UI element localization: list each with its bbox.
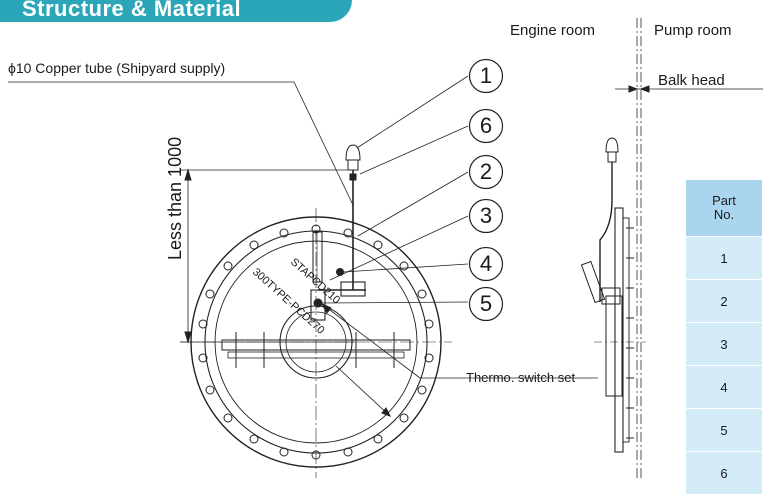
table-row: 6 [685, 451, 763, 495]
callout-number: 5 [479, 291, 493, 316]
callout-3: 3 [468, 198, 504, 234]
callout-number: 1 [479, 63, 493, 88]
table-cell: 3 [685, 322, 763, 366]
parts-table: Part No. 1 2 3 4 5 6 [685, 179, 763, 495]
table-cell: 6 [685, 451, 763, 495]
callout-number: 6 [479, 113, 493, 138]
callout-2: 2 [468, 154, 504, 190]
balk-head-label: Balk head [658, 72, 725, 89]
table-cell: 4 [685, 365, 763, 409]
engine-room-label: Engine room [510, 22, 596, 39]
header-line-1: Part [712, 193, 736, 208]
callout-4: 4 [468, 246, 504, 282]
table-header-cell: Part No. [685, 179, 763, 237]
section-title-badge [0, 0, 352, 22]
table-cell: 1 [685, 236, 763, 280]
table-row: 5 [685, 408, 763, 452]
table-row: 2 [685, 279, 763, 323]
callout-1: 1 [468, 58, 504, 94]
dimension-label: Less than 1000 [165, 136, 185, 260]
header-line-2: No. [713, 207, 735, 222]
pump-room-label: Pump room [654, 22, 732, 39]
technical-drawing [8, 18, 763, 481]
table-row: 4 [685, 365, 763, 409]
section-title: Structure & Material [22, 0, 242, 21]
copper-tube-label: ϕ10 Copper tube (Shipyard supply) [8, 60, 226, 76]
table-cell: 5 [685, 408, 763, 452]
table-row: 1 [685, 236, 763, 280]
table-cell: 2 [685, 279, 763, 323]
table-row: 3 [685, 322, 763, 366]
callout-number: 2 [479, 159, 493, 184]
table-header-row: Part No. [685, 179, 763, 237]
callout-number: 4 [479, 251, 493, 276]
callout-6: 6 [468, 108, 504, 144]
callout-number: 3 [479, 203, 493, 228]
callout-5: 5 [468, 286, 504, 322]
thermo-switch-label: Thermo. switch set [466, 370, 576, 385]
